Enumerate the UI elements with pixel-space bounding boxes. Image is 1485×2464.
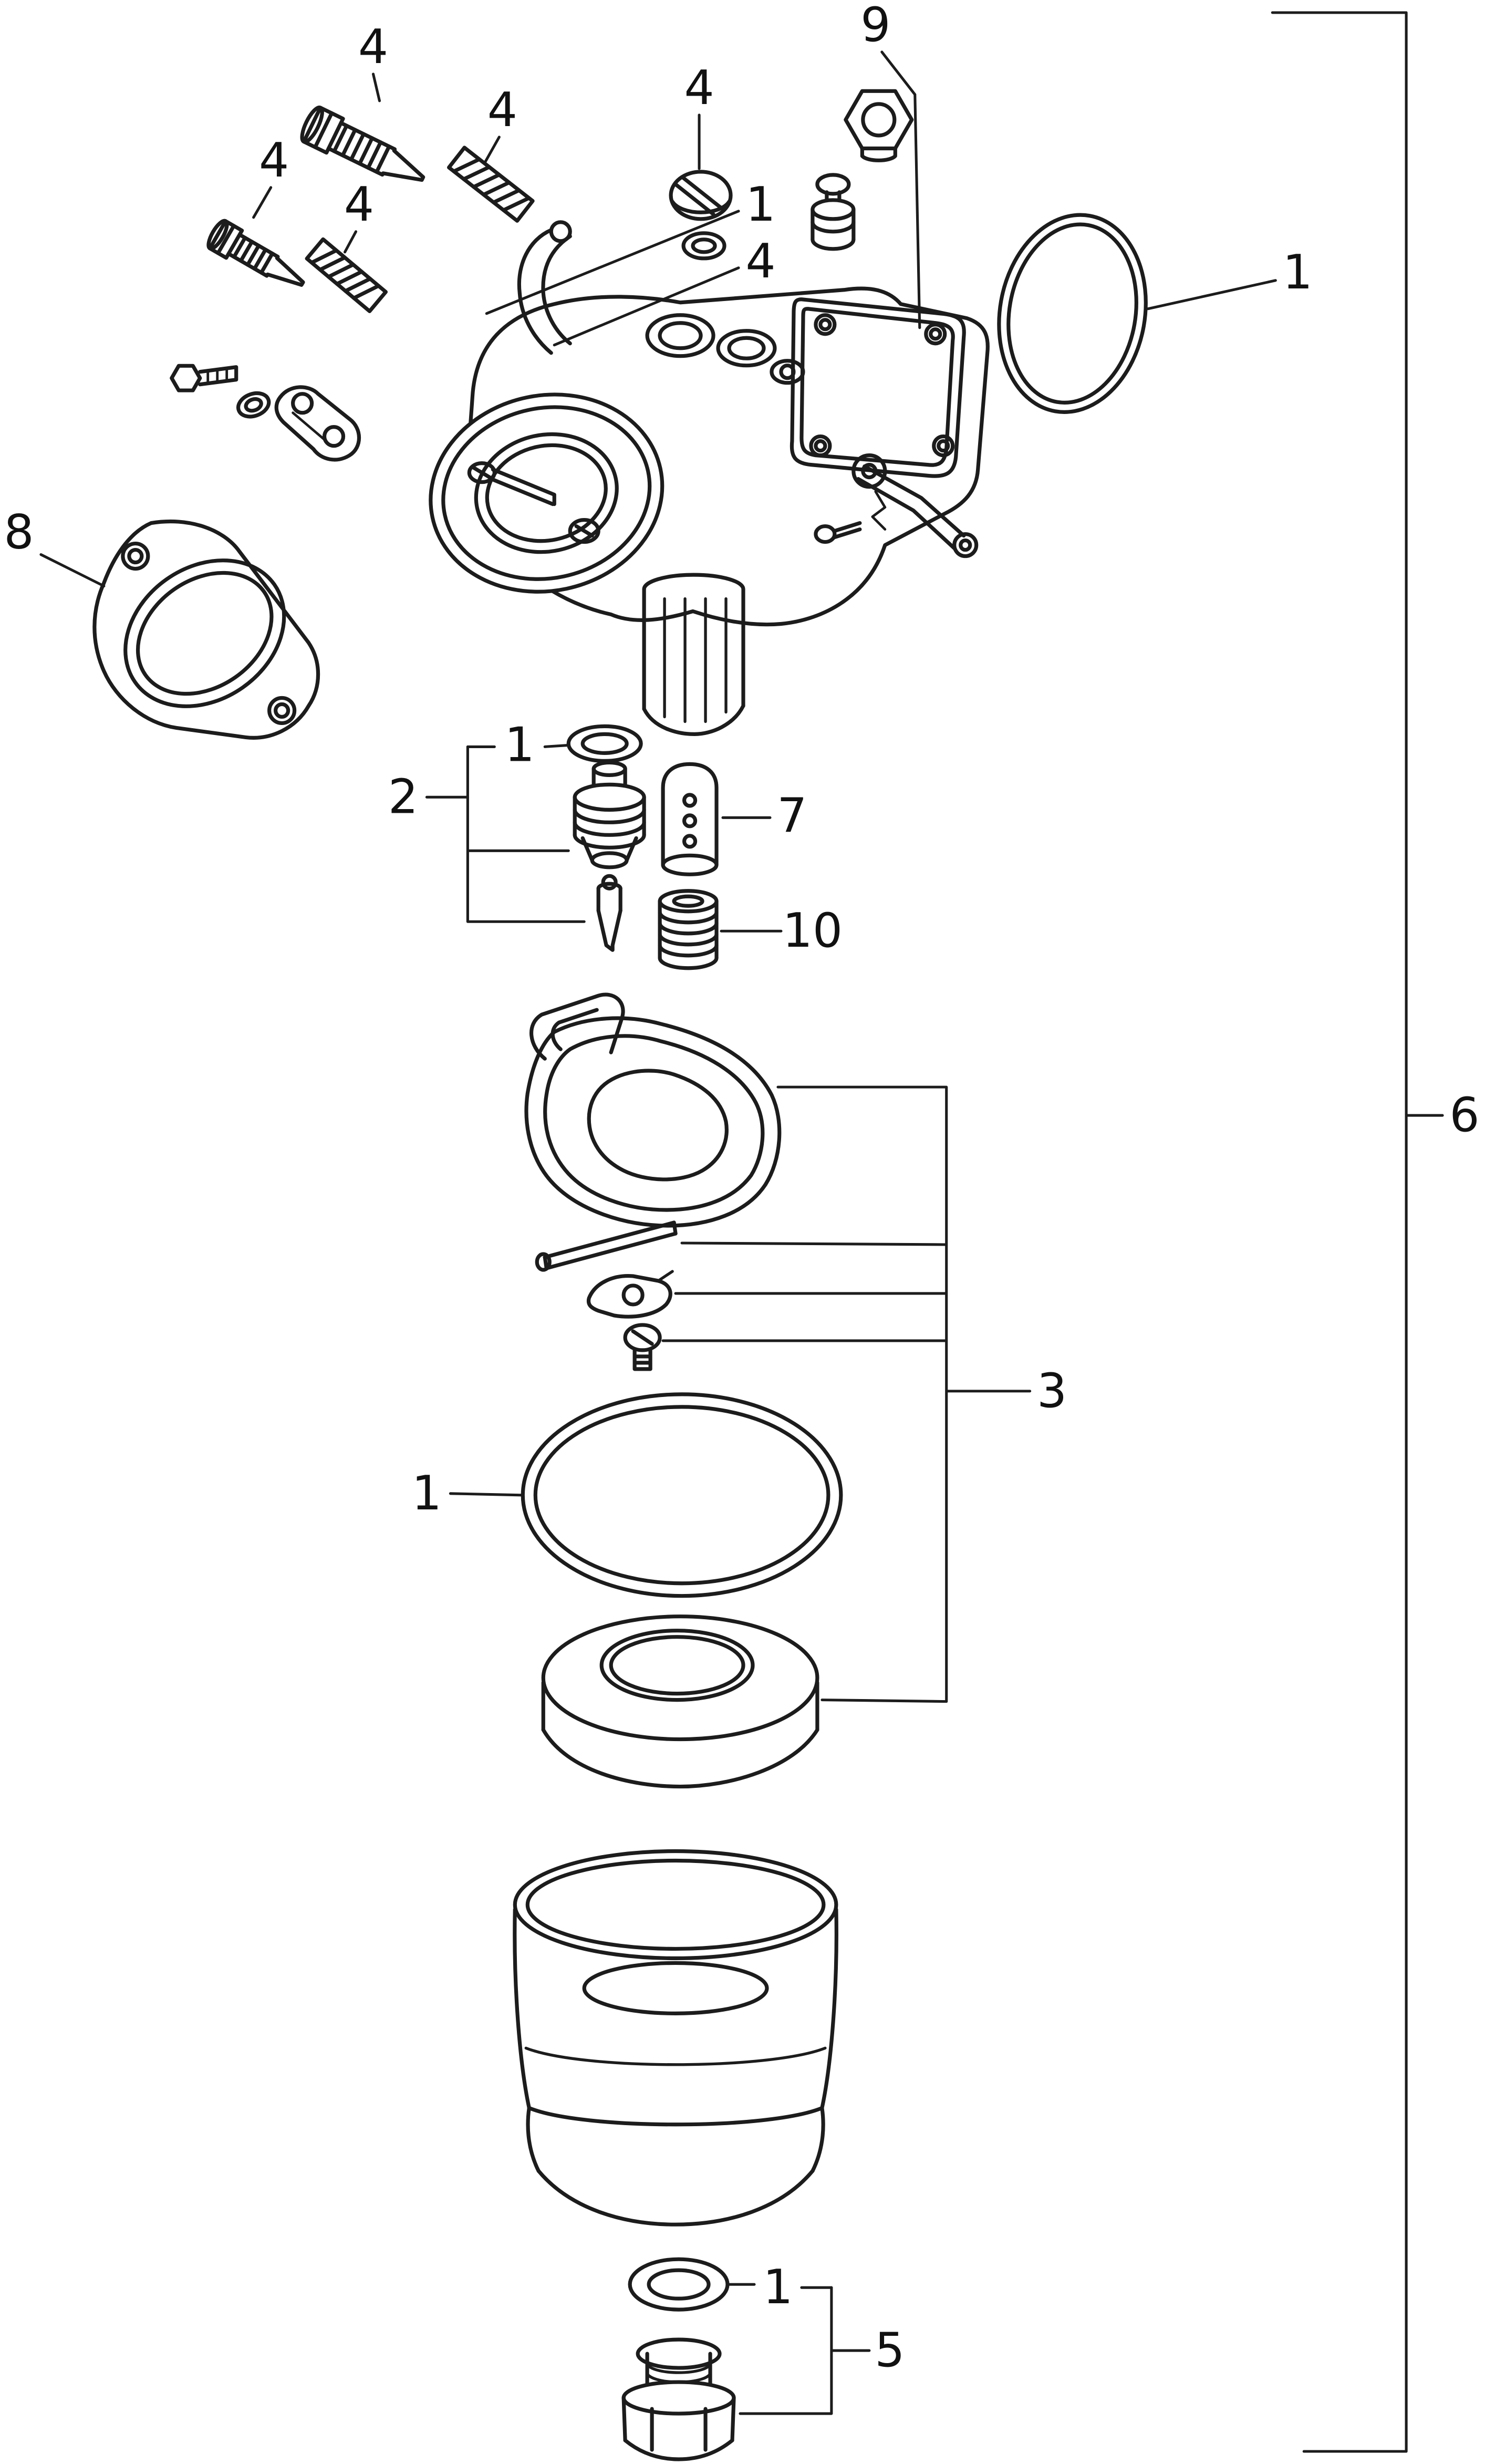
callout-drain-screw: 4 — [684, 61, 714, 116]
callout-drain-bolt-set: 5 — [875, 2323, 905, 2378]
callout-float-set: 3 — [1037, 1364, 1067, 1419]
callout-o-ring: 1 — [1283, 245, 1313, 300]
bracket-float-valve-set — [425, 745, 586, 923]
leader-lines — [39, 50, 1277, 2289]
bolt-washer — [236, 391, 271, 419]
float-valve-seat — [573, 760, 646, 869]
pilot-spring-a — [447, 146, 535, 223]
mounting-bolt — [170, 364, 238, 392]
drain-bolt — [621, 2337, 736, 2461]
main-nozzle — [661, 762, 719, 876]
pilot-screw-a — [300, 105, 425, 182]
float — [524, 992, 782, 1228]
callout-labels: 4 4 4 4 4 1 4 9 1 8 1 2 7 10 6 3 1 1 5 — [4, 0, 1479, 2378]
float-valve-needle — [596, 874, 622, 952]
throttle-shaft-screw — [467, 461, 556, 506]
float-hinge-tab — [529, 992, 625, 1061]
choke-arm — [517, 220, 572, 355]
callout-main-jet: 10 — [783, 904, 843, 958]
body-small-screw — [814, 521, 862, 544]
insulator-gasket — [92, 519, 320, 740]
callout-carburetor-assembly: 6 — [1449, 1088, 1479, 1143]
callout-valve-washer: 1 — [505, 718, 535, 772]
callout-pilot-spring-b: 4 — [344, 178, 374, 232]
bracket-float-set — [661, 1085, 1032, 1703]
drain-screw — [669, 170, 733, 221]
throttle-lever — [851, 453, 979, 558]
callout-main-nozzle: 7 — [777, 789, 807, 843]
float-arm-clip — [586, 1270, 674, 1319]
drain-bolt-washer — [628, 2257, 730, 2312]
callout-washer-top: 1 — [745, 178, 775, 232]
float-screw — [623, 1323, 662, 1371]
callout-nut: 9 — [860, 0, 890, 53]
o-ring-small — [997, 213, 1148, 414]
callout-drain-bolt-washer: 1 — [763, 2260, 793, 2315]
callout-body-screw: 4 — [745, 234, 775, 289]
carburetor-body — [429, 220, 990, 737]
float-pin — [535, 1220, 678, 1272]
valve-seat-washer — [566, 724, 643, 763]
callout-float-valve-set: 2 — [388, 770, 418, 824]
callout-bowl-gasket: 1 — [412, 1466, 442, 1521]
bracket-drain-bolt-set — [739, 2286, 871, 2415]
inlet-valve-small — [811, 173, 856, 251]
pilot-screw-b — [206, 219, 305, 287]
cable-clamp — [274, 385, 361, 462]
bowl-o-ring — [521, 1392, 843, 1598]
callout-pilot-screw-a: 4 — [358, 20, 388, 75]
hex-nut — [844, 89, 914, 162]
callout-flange-gasket: 8 — [4, 505, 34, 560]
chamber-ring — [541, 1614, 819, 1789]
body-spigot — [642, 573, 745, 737]
bracket-carburetor-assembly — [1271, 11, 1444, 2453]
drain-screw-washer — [681, 231, 726, 261]
pilot-spring-b — [305, 237, 388, 314]
callout-pilot-screw-b: 4 — [259, 133, 289, 188]
callout-pilot-spring-a: 4 — [487, 83, 517, 138]
main-jet — [658, 889, 719, 970]
float-bowl — [513, 1849, 838, 2227]
